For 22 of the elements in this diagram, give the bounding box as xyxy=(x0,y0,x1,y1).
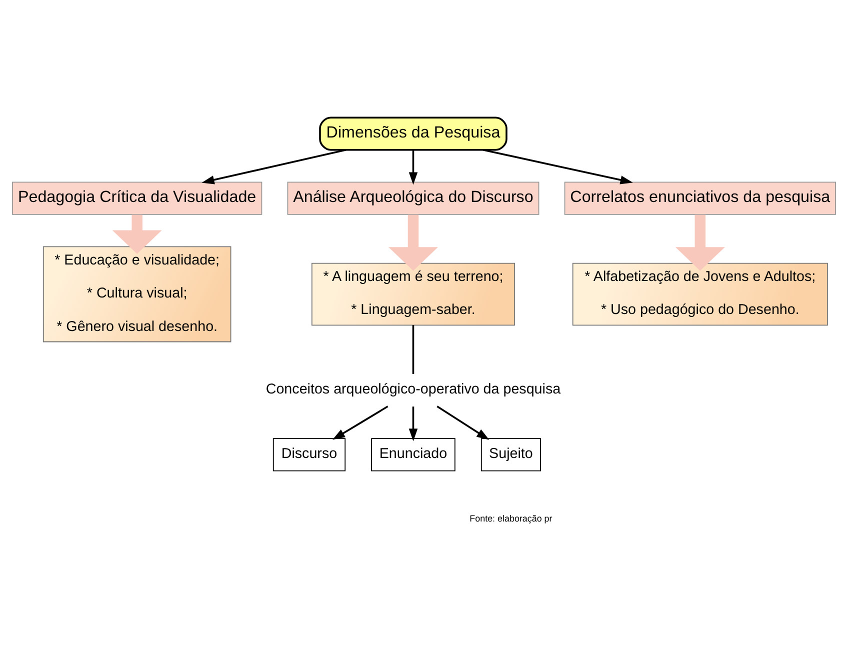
node-box: Correlatos enunciativos da pesquisa xyxy=(564,182,836,215)
node-box: Análise Arqueológica do Discurso xyxy=(287,182,540,215)
node-box: * Educação e visualidade; * Cultura visual; * Gênero visual desenho. xyxy=(42,246,232,342)
arrow xyxy=(675,214,725,271)
arrow xyxy=(436,406,490,440)
node-box: Discurso xyxy=(272,438,346,472)
arrow xyxy=(332,406,388,440)
node-box: Dimensões da Pesquisa xyxy=(319,116,508,151)
arrow xyxy=(112,214,162,254)
arrow xyxy=(408,150,418,185)
arrow xyxy=(202,149,346,184)
label: Fonte: elaboração pr xyxy=(470,514,552,524)
node-box: * Alfabetização de Jovens e Adultos; * Uso pedagógico do Desenho. xyxy=(572,262,828,326)
node-box: Enunciado xyxy=(371,438,456,472)
arrow xyxy=(408,406,418,442)
connector xyxy=(412,325,414,374)
node-box: * A linguagem é seu terreno; * Linguagem-saber. xyxy=(311,262,515,326)
node-box: Pedagogia Crítica da Visualidade xyxy=(12,182,262,215)
arrow xyxy=(482,149,633,184)
node-text: Conceitos arqueológico-operativo da pesquisa xyxy=(266,382,561,398)
node-box: Sujeito xyxy=(480,438,541,472)
arrow xyxy=(388,214,438,271)
